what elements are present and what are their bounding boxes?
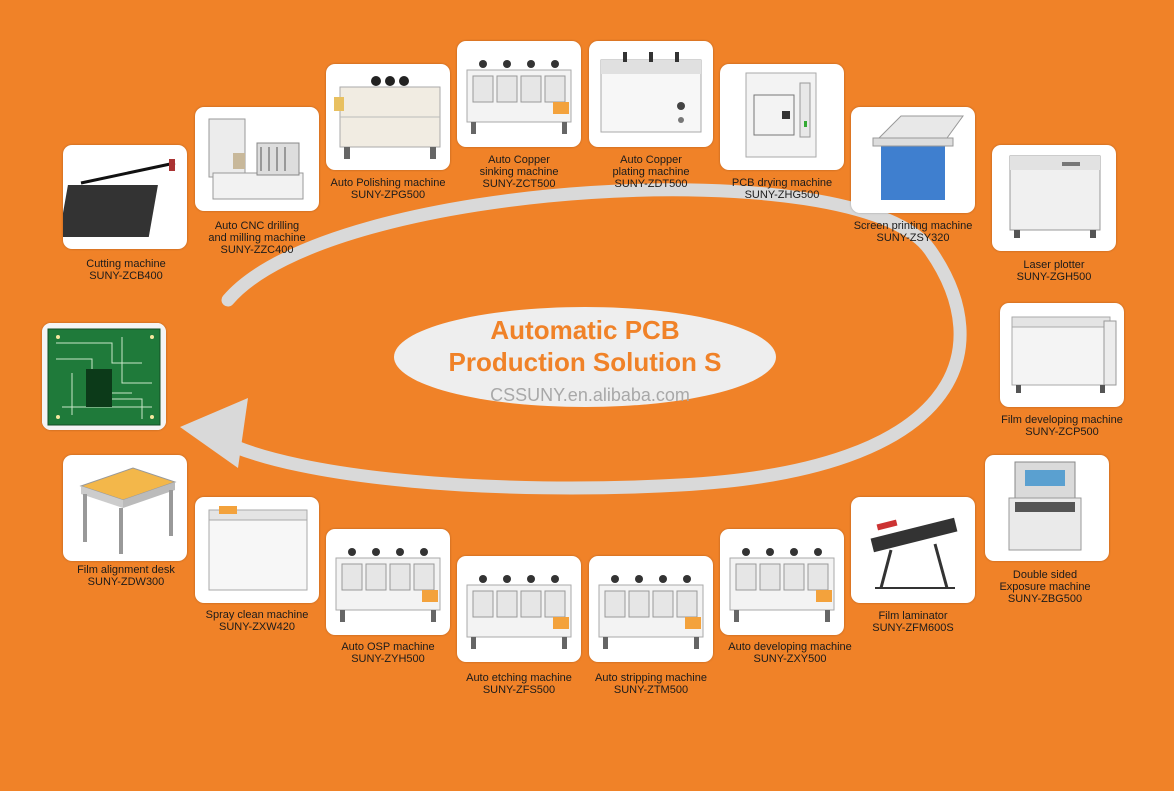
machine-name: sinking machine: [479, 166, 559, 178]
model-number: SUNY-ZGH500: [1016, 271, 1092, 283]
film-processor-icon: [1011, 316, 1117, 393]
spray-tank-icon: [208, 506, 308, 591]
model-number: SUNY-ZHG500: [744, 189, 820, 201]
machine-card-cutting: [63, 145, 187, 249]
machine-name: Auto etching machine: [466, 672, 572, 684]
machine-name: Exposure machine: [999, 581, 1091, 593]
tank-line-icon: [466, 60, 572, 134]
machine-name: Auto stripping machine: [595, 672, 707, 684]
model-number: SUNY-ZFM600S: [872, 622, 954, 634]
light-table-icon: [79, 467, 177, 554]
screen-printer-icon: [872, 115, 964, 200]
machine-card-copper-plating: [589, 41, 713, 147]
model-number: SUNY-ZPG500: [350, 189, 426, 201]
machine-card-laser-plotter: [992, 145, 1116, 251]
model-number: SUNY-ZSY320: [876, 232, 950, 244]
model-number: SUNY-ZCP500: [1025, 426, 1099, 438]
machine-name: Double sided: [1012, 569, 1078, 581]
model-number: SUNY-ZDW300: [87, 576, 165, 588]
machine-card-copper-sinking: [457, 41, 581, 147]
machine-name: Laser plotter: [1023, 259, 1085, 271]
model-number: SUNY-ZTM500: [613, 684, 689, 696]
machine-name: Auto CNC drilling: [214, 220, 300, 232]
title-line-2: Production Solution S: [448, 347, 722, 377]
machine-card-stripping: [589, 556, 713, 662]
machine-name: plating machine: [612, 166, 690, 178]
machine-name: Auto OSP machine: [341, 641, 435, 653]
machine-name: Auto Polishing machine: [330, 177, 446, 189]
machine-name: Spray clean machine: [205, 609, 309, 621]
polishing-line-icon: [334, 76, 441, 159]
machine-card-screen-printing: [851, 107, 975, 213]
pcb-board-icon: [42, 323, 166, 430]
machine-name: Auto Copper: [488, 154, 550, 166]
model-number: SUNY-ZZC400: [220, 244, 294, 256]
model-number: SUNY-ZFS500: [482, 684, 556, 696]
model-number: SUNY-ZXW420: [218, 621, 296, 633]
machine-name: Auto developing machine: [728, 641, 852, 653]
machine-card-drying: [720, 64, 844, 170]
plotter-icon: [1009, 155, 1101, 238]
pcb-board-card: [42, 323, 166, 430]
model-number: SUNY-ZDT500: [614, 178, 688, 190]
machine-name: Film developing machine: [1001, 414, 1123, 426]
machine-name: Film laminator: [878, 610, 948, 622]
machine-name: and milling machine: [208, 232, 306, 244]
machine-card-exposure: [985, 455, 1109, 561]
machine-card-polishing: [326, 64, 450, 170]
machine-card-osp: [326, 529, 450, 635]
exposure-unit-icon: [1008, 461, 1082, 551]
laminator-icon: [870, 517, 958, 589]
machine-card-spray-clean: [195, 497, 319, 603]
machine-name: Auto Copper: [620, 154, 682, 166]
machine-name: PCB drying machine: [731, 177, 833, 189]
model-number: SUNY-ZYH500: [351, 653, 425, 665]
watermark: CSSUNY.en.alibaba.com: [490, 385, 690, 405]
paper-cutter-icon: [63, 159, 176, 237]
machine-name: Cutting machine: [86, 258, 166, 270]
center-title-badge: Automatic PCB Production Solution S: [392, 305, 778, 409]
machine-name: Screen printing machine: [853, 220, 973, 232]
oven-icon: [745, 72, 817, 158]
machine-name: Film alignment desk: [77, 564, 175, 576]
machine-card-developing: [720, 529, 844, 635]
cnc-drill-icon: [208, 118, 304, 200]
machine-card-film-developing: [1000, 303, 1124, 407]
model-number: SUNY-ZCB400: [89, 270, 163, 282]
model-number: SUNY-ZBG500: [1007, 593, 1083, 605]
machine-card-etching: [457, 556, 581, 662]
plating-tank-icon: [600, 52, 702, 133]
machine-card-cnc: [195, 107, 319, 211]
tank-line-icon: [335, 548, 441, 622]
tank-line-icon: [729, 548, 835, 622]
machine-card-laminator: [851, 497, 975, 603]
machine-card-film-alignment: [63, 455, 187, 561]
model-number: SUNY-ZCT500: [482, 178, 556, 190]
title-line-1: Automatic PCB: [490, 315, 680, 345]
arrow-head: [180, 398, 248, 468]
tank-line-icon: [466, 575, 572, 649]
tank-line-icon: [598, 575, 704, 649]
model-number: SUNY-ZXY500: [753, 653, 827, 665]
